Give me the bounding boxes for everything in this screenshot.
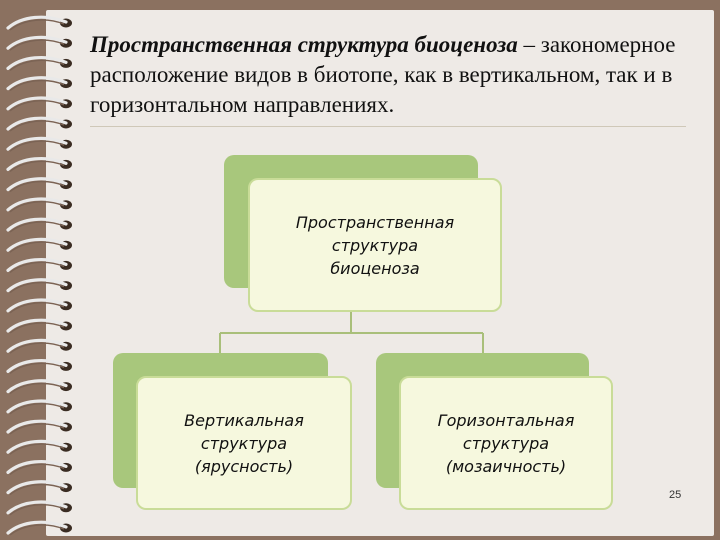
binding-ring	[6, 379, 72, 395]
binding-ring	[6, 278, 72, 294]
binding-ring	[6, 298, 72, 314]
vertical-node-label: Вертикальная структура (ярусность)	[184, 410, 304, 476]
binding-ring	[6, 439, 72, 455]
binding-ring	[6, 399, 72, 415]
binding-ring	[6, 15, 72, 31]
spiral-binding	[6, 15, 72, 536]
title-term: Пространственная структура биоценоза	[90, 32, 518, 57]
title-divider	[90, 126, 686, 127]
binding-ring	[6, 177, 72, 193]
binding-ring	[6, 500, 72, 516]
binding-ring	[6, 96, 72, 112]
binding-ring	[6, 136, 72, 152]
horizontal-node-box: Горизонтальная структура (мозаичность)	[399, 376, 613, 510]
binding-ring	[6, 338, 72, 354]
binding-ring	[6, 56, 72, 71]
binding-ring	[6, 460, 72, 475]
root-node-label: Пространственная структура биоценоза	[295, 212, 455, 278]
binding-ring	[6, 480, 72, 496]
vertical-node-box: Вертикальная структура (ярусность)	[136, 376, 352, 510]
binding-ring	[6, 359, 72, 374]
horizontal-node-label: Горизонтальная структура (мозаичность)	[437, 410, 575, 476]
page-number: 25	[669, 489, 682, 501]
binding-ring	[6, 217, 72, 233]
root-node-box: Пространственная структура биоценоза	[248, 178, 502, 312]
binding-ring	[6, 76, 72, 92]
binding-ring	[6, 237, 72, 253]
binding-ring	[6, 258, 72, 273]
title-definition: – закономерное расположение видов в биот…	[90, 32, 676, 117]
binding-ring	[6, 318, 72, 334]
binding-ring	[6, 419, 72, 435]
binding-ring	[6, 35, 72, 51]
binding-ring	[6, 116, 72, 132]
slide-title: Пространственная структура биоценоза – з…	[90, 30, 690, 120]
binding-ring	[6, 157, 72, 172]
binding-ring	[6, 520, 72, 536]
binding-ring	[6, 197, 72, 213]
